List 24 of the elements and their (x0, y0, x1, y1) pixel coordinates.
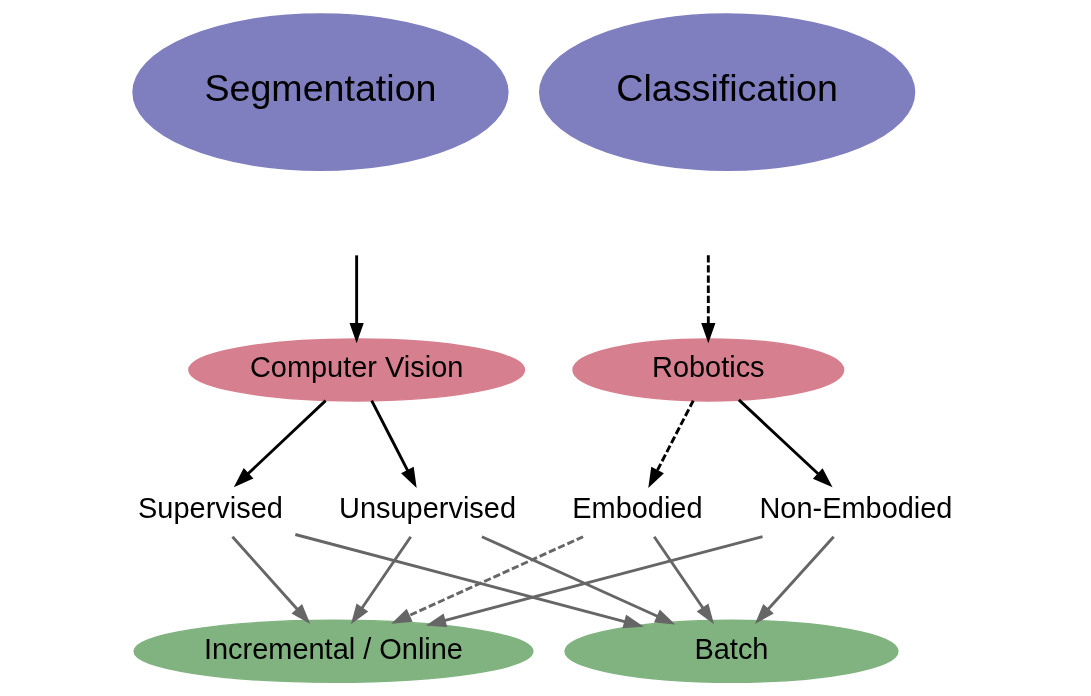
node-ellipse: Computer Vision (188, 338, 526, 402)
arrow (425, 535, 763, 628)
node-ellipse: Segmentation (132, 13, 509, 172)
arrow (294, 533, 644, 629)
arrow (391, 535, 584, 624)
node-text: Non-Embodied (759, 491, 953, 524)
node-ellipse: Robotics (572, 338, 845, 402)
node-text: Embodied (572, 491, 703, 524)
arrow (233, 399, 327, 488)
arrow (648, 399, 695, 489)
arrow (349, 255, 364, 344)
arrow (653, 535, 714, 625)
node-ellipse: Batch (564, 619, 899, 684)
arrow (370, 399, 417, 489)
arrow (231, 535, 311, 624)
node-ellipse: Incremental / Online (133, 619, 534, 684)
arrow (754, 535, 835, 624)
node-ellipse: Classification (539, 13, 916, 172)
arrow (737, 398, 833, 488)
arrow (481, 535, 676, 625)
arrow (350, 535, 412, 625)
node-text: Supervised (138, 491, 283, 524)
node-text: Unsupervised (339, 491, 517, 524)
arrow (701, 255, 716, 344)
